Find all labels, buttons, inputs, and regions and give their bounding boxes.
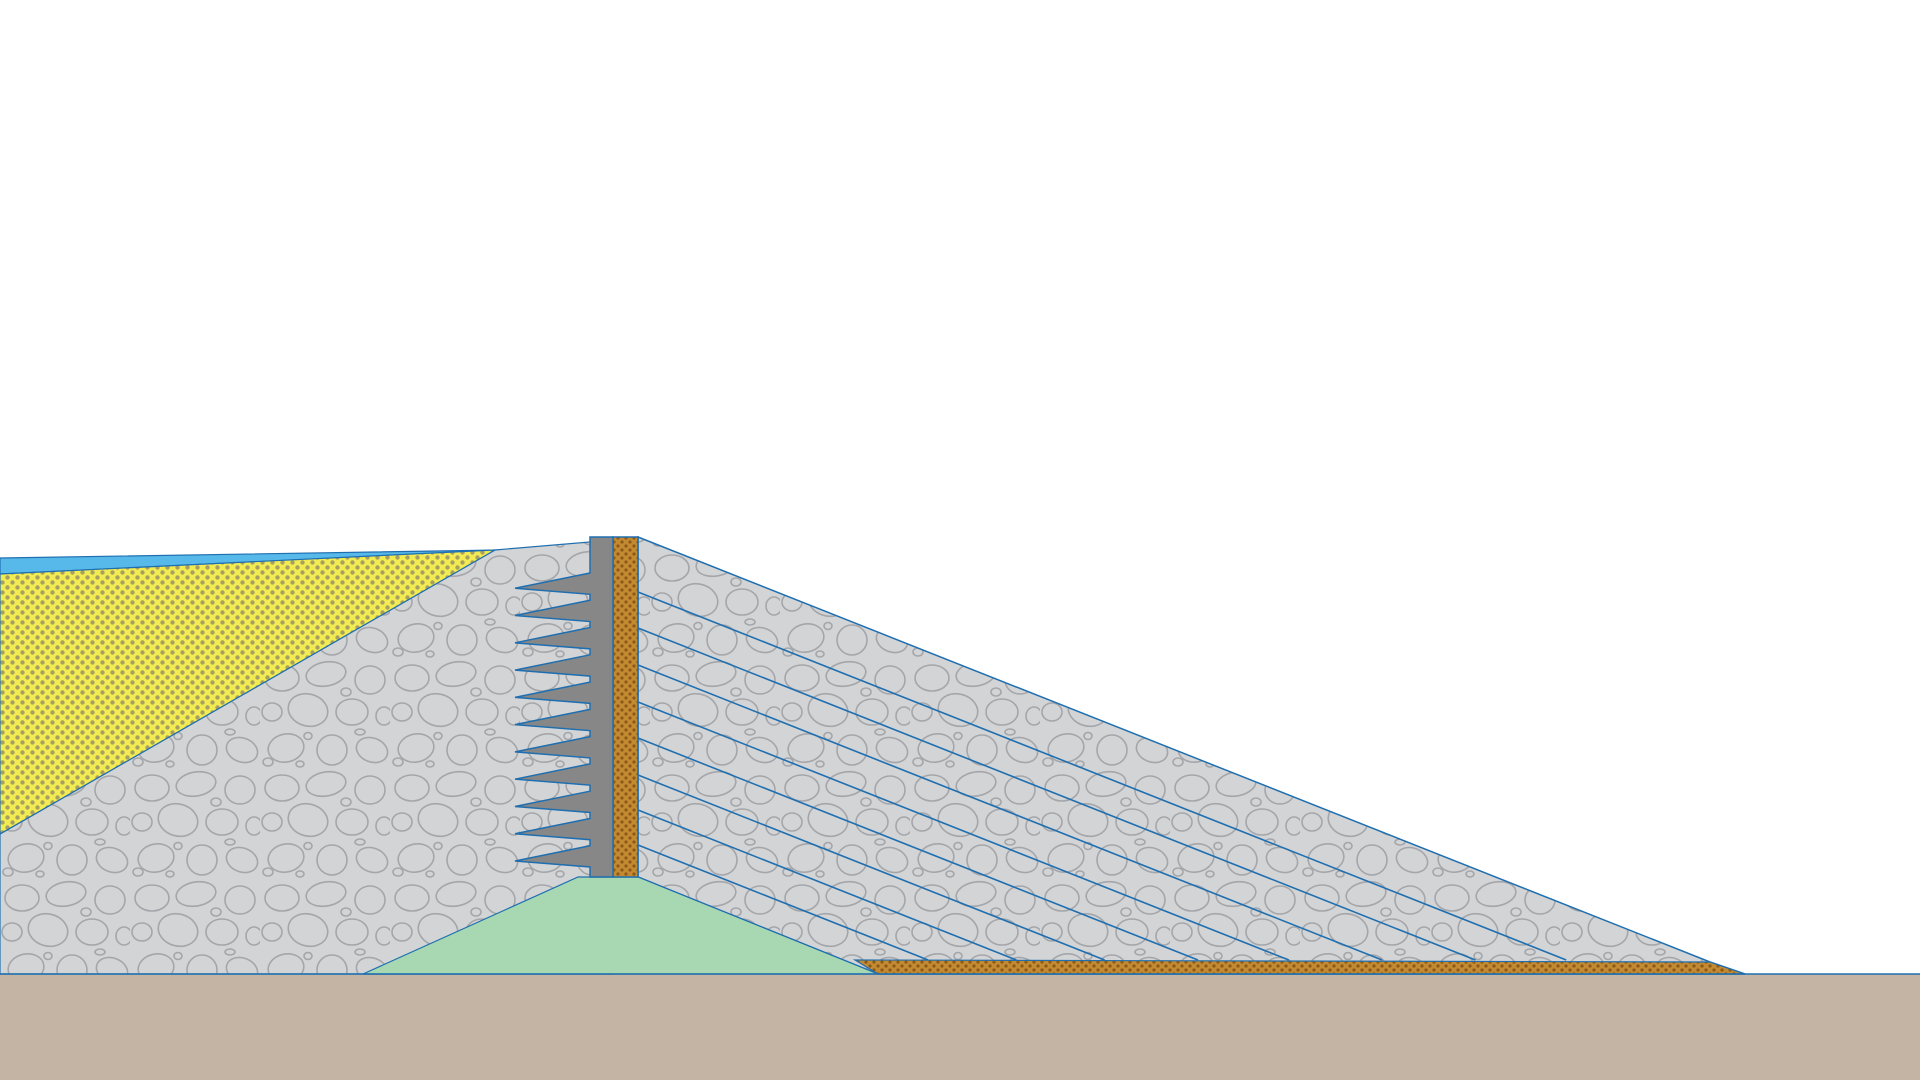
rockfill-layer-line: [637, 737, 1199, 961]
rockfill-layer-line: [637, 701, 1290, 961]
rockfill-layer-line: [637, 809, 1017, 961]
rockfill-layer-line: [637, 774, 1105, 961]
downstream-rockfill-shell: [637, 535, 1746, 975]
core-wall: [514, 536, 614, 878]
rockfill-layer-lines: [637, 591, 1567, 961]
rockfill-layer-line: [637, 591, 1567, 961]
foundation-ground: [0, 974, 1920, 1080]
horizontal-filter-drain: [852, 959, 1746, 975]
rockfill-layer-line: [637, 844, 929, 961]
rockfill-layer-line: [637, 664, 1383, 961]
upstream-sand-fill-zone: [0, 549, 496, 835]
vertical-filter-strip: [612, 536, 639, 878]
rockfill-layer-line: [637, 627, 1476, 961]
